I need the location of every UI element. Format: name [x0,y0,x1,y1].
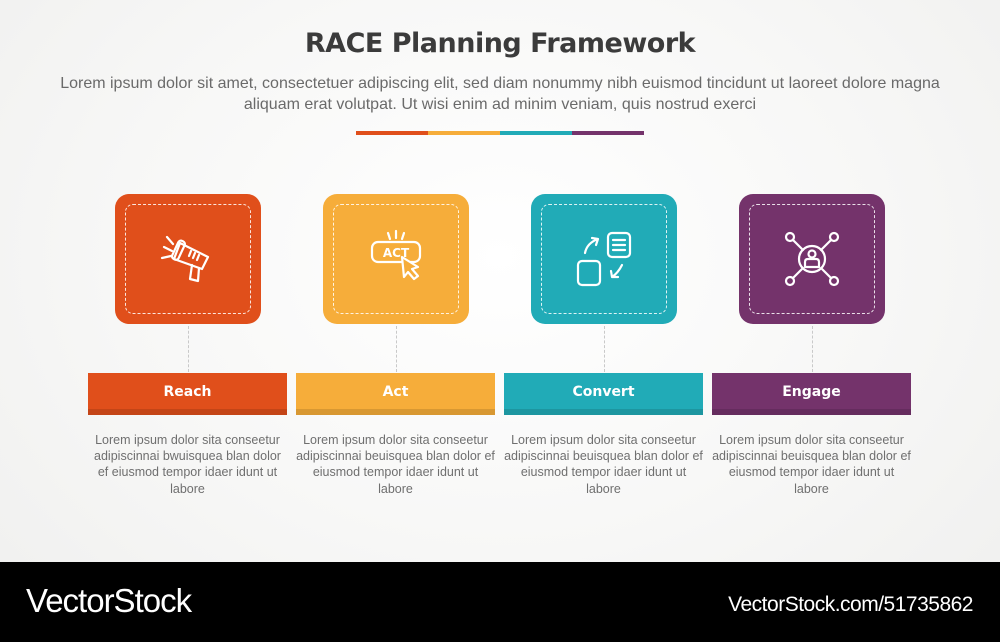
step-convert-bar: Convert [504,373,703,415]
bar-shade [712,409,911,415]
dashed-frame [333,204,459,314]
connector-line [396,326,397,372]
step-reach-description: Lorem ipsum dolor sita conseetur adipisc… [94,433,281,496]
connector-line [812,326,813,372]
dashed-frame [125,204,251,314]
step-engage-bar: Engage [712,373,911,415]
color-divider [356,131,644,135]
page-title: RACE Planning Framework [304,28,696,59]
bar-shade [88,409,287,415]
step-act-label: Act [382,384,409,400]
image-reference: VectorStock.com/51735862 [728,593,973,616]
step-act-description: Lorem ipsum dolor sita conseetur adipisc… [296,433,495,496]
step-convert-description: Lorem ipsum dolor sita conseetur adipisc… [504,433,703,496]
bar-shade [504,409,703,415]
step-convert-icon-box [531,194,677,324]
step-act-bar: Act [296,373,495,415]
step-engage-icon-box [739,194,885,324]
act-button-click-icon: ACT [370,229,422,281]
user-network-icon [784,231,840,287]
bar-shade [296,409,495,415]
step-engage-description: Lorem ipsum dolor sita conseetur adipisc… [712,433,911,496]
megaphone-icon [160,235,210,283]
step-reach-label: Reach [163,384,212,400]
divider-segment-convert [500,131,572,135]
step-reach-bar: Reach [88,373,287,415]
divider-segment-engage [572,131,644,135]
divider-segment-reach [356,131,428,135]
page-subtitle: Lorem ipsum dolor sit amet, consectetuer… [60,75,940,113]
step-act-icon-box: ACT [323,194,469,324]
step-reach-icon-box [115,194,261,324]
dashed-frame [749,204,875,314]
convert-exchange-icon [576,231,632,287]
dashed-frame [541,204,667,314]
step-convert-label: Convert [572,384,635,400]
svg-text:ACT: ACT [383,246,410,260]
divider-segment-act [428,131,500,135]
connector-line [604,326,605,372]
connector-line [188,326,189,372]
step-engage-label: Engage [782,384,841,400]
watermark-footer: VectorStock VectorStock.com/51735862 [0,562,1000,642]
brand-logo: VectorStock [26,582,192,619]
